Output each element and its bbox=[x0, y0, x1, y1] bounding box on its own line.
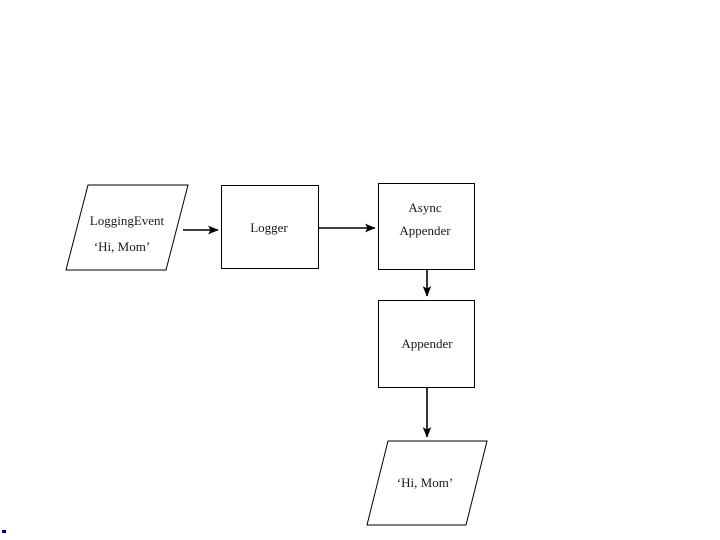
logger-label: Logger bbox=[250, 220, 288, 235]
artifact-pixel-black bbox=[2, 530, 6, 533]
async-appender-label-line1: Async bbox=[408, 200, 441, 215]
appender-label: Appender bbox=[401, 336, 453, 351]
async-appender-shape bbox=[378, 183, 475, 270]
artifact-pixel-blue bbox=[2, 530, 4, 533]
output-label: ‘Hi, Mom’ bbox=[397, 475, 453, 490]
logger-shape bbox=[221, 185, 319, 269]
corner-artifact bbox=[2, 530, 11, 533]
node-output[interactable]: ‘Hi, Mom’ bbox=[366, 440, 488, 526]
logging-event-label-line2: ‘Hi, Mom’ bbox=[94, 239, 150, 254]
node-appender[interactable]: Appender bbox=[378, 300, 475, 388]
logging-event-shape bbox=[65, 184, 189, 271]
output-shape bbox=[366, 440, 488, 526]
node-logger[interactable]: Logger bbox=[221, 185, 319, 269]
async-appender-label-line2: Appender bbox=[399, 223, 451, 238]
node-logging-event[interactable]: LoggingEvent ‘Hi, Mom’ bbox=[65, 184, 189, 271]
node-async-appender[interactable]: Async Appender bbox=[378, 183, 475, 270]
logging-event-label-line1: LoggingEvent bbox=[90, 213, 165, 228]
appender-shape bbox=[378, 300, 475, 388]
